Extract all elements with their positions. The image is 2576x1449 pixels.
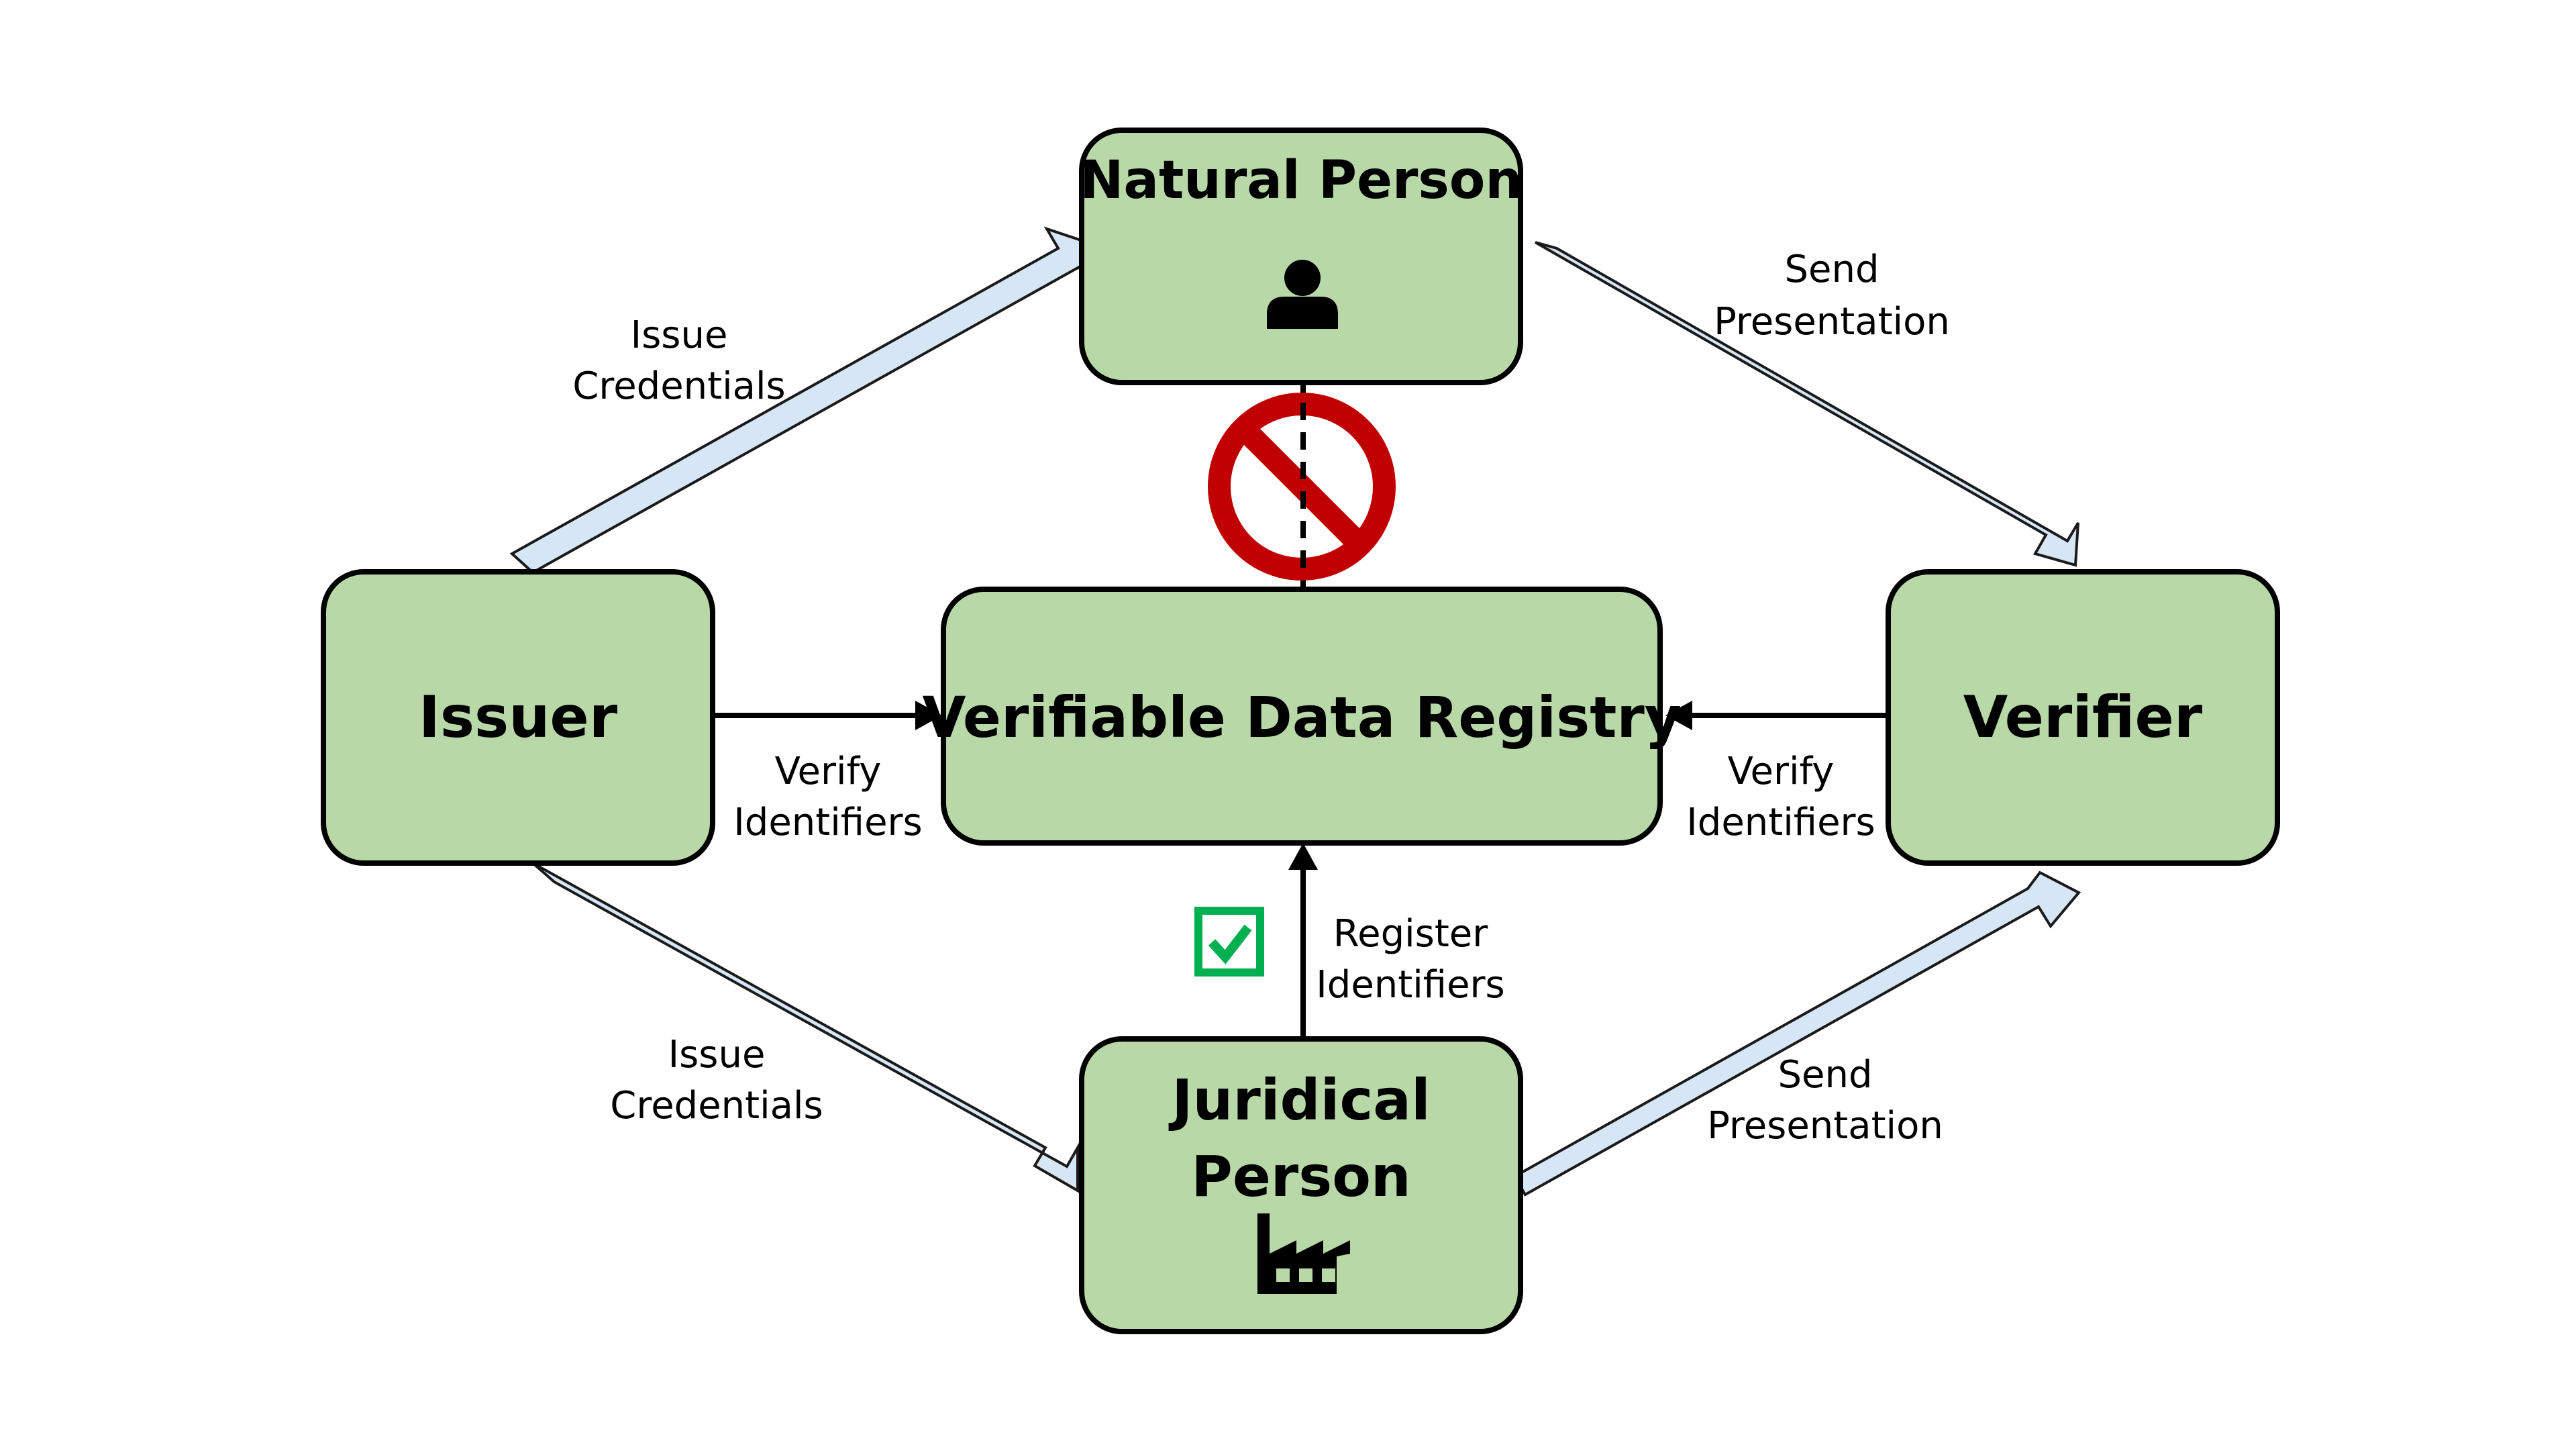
verifier-node	[1886, 569, 2280, 866]
verify-identifiers-issuer-label-2: Identifiers	[733, 801, 922, 844]
send-presentation-natural-label-2: Presentation	[1714, 300, 1950, 344]
issue-credentials-juridical-label-2: Credentials	[610, 1084, 823, 1128]
issue-credentials-juridical-arrow	[531, 862, 1079, 1193]
issue-credentials-natural-label-2: Credentials	[572, 364, 785, 408]
registry-label: Verifiable Data Registry	[922, 685, 1681, 750]
issue-credentials-juridical-label-1: Issue	[668, 1033, 766, 1077]
checkbox-checked-icon	[1194, 907, 1264, 977]
natural-person-label: Natural Person	[1080, 150, 1523, 211]
juridical-person-node	[1079, 1036, 1523, 1334]
factory-icon	[1257, 1213, 1350, 1294]
verify-identifiers-verifier-arrowhead	[1665, 701, 1692, 730]
person-icon	[1267, 260, 1338, 329]
issue-credentials-natural-label-1: Issue	[631, 313, 728, 357]
juridical-person-label-line1: Juridical	[1168, 1067, 1430, 1133]
send-presentation-natural-arrow	[1535, 241, 2079, 567]
verify-identifiers-verifier-label-2: Identifiers	[1686, 801, 1875, 844]
verify-identifiers-verifier-label-1: Verify	[1728, 750, 1835, 793]
natural-person-node	[1079, 128, 1523, 385]
send-presentation-natural-label-1: Send	[1784, 248, 1879, 291]
registry-node	[941, 587, 1663, 846]
no-entry-icon	[1208, 393, 1396, 581]
verify-identifiers-issuer-arrowhead	[915, 701, 942, 730]
verify-identifiers-issuer-label-1: Verify	[775, 750, 882, 793]
issuer-label: Issuer	[419, 684, 618, 751]
register-identifiers-label-2: Identifiers	[1316, 963, 1504, 1007]
register-identifiers-arrowhead	[1288, 843, 1318, 870]
register-identifiers-label-1: Register	[1333, 912, 1489, 956]
send-presentation-juridical-arrow	[1512, 870, 2081, 1197]
send-presentation-juridical-label-1: Send	[1778, 1053, 1872, 1097]
send-presentation-juridical-label-2: Presentation	[1707, 1104, 1943, 1148]
juridical-person-label-line2: Person	[1191, 1144, 1410, 1209]
verifier-label: Verifier	[1963, 684, 2203, 751]
issuer-node	[321, 569, 715, 866]
